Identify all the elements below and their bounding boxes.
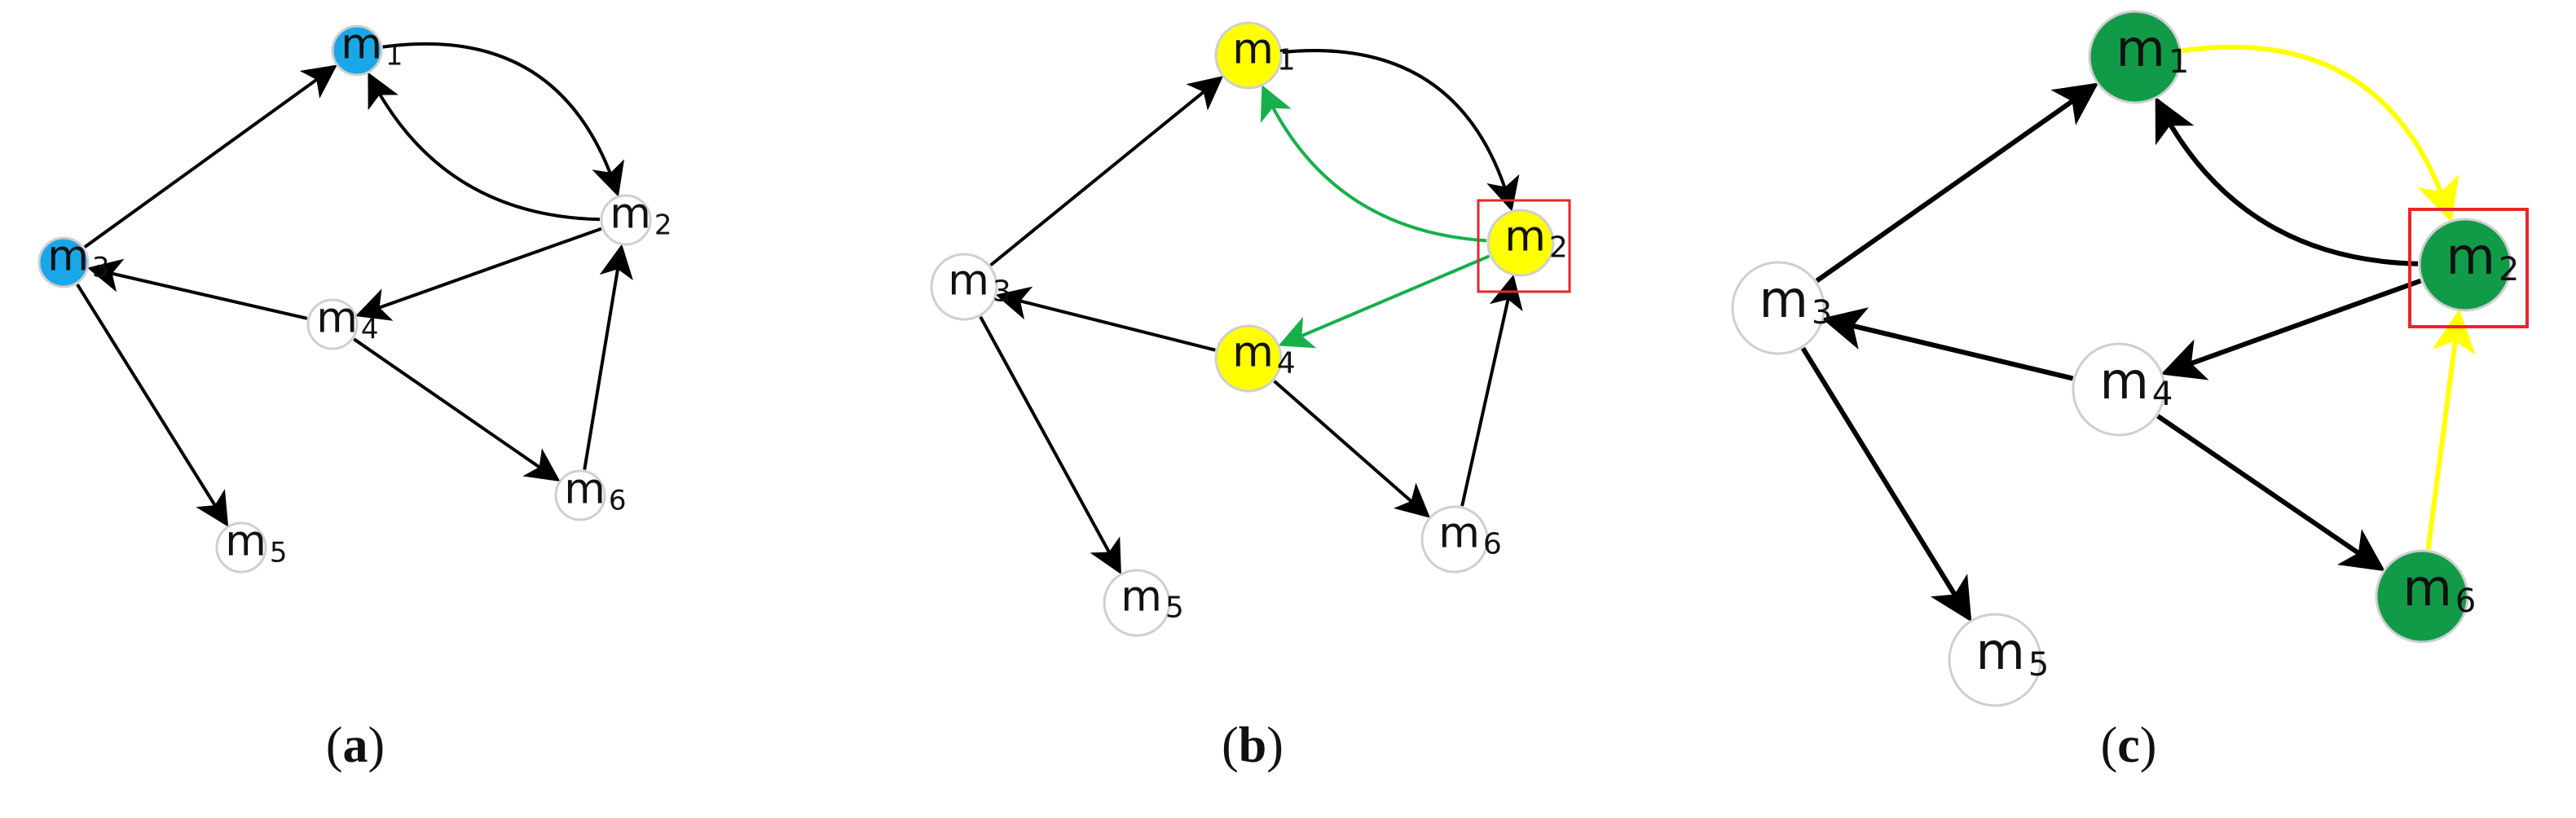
node-m2 (2418, 218, 2512, 312)
node-subscript-m5: 5 (270, 536, 288, 569)
node-m5 (215, 521, 267, 574)
edge-m6-to-m2 (1460, 274, 1523, 507)
node-subscript-m3: 3 (1812, 294, 1832, 332)
node-subscript-m2: 2 (1549, 231, 1568, 264)
node-m3 (930, 253, 998, 321)
node-subscript-m2: 2 (2499, 251, 2519, 288)
node-subscript-m2: 2 (654, 209, 672, 241)
caption-c: (c) (2100, 718, 2157, 773)
edge-m6-to-m2 (2425, 309, 2476, 550)
edge-m3-to-m5 (979, 315, 1121, 575)
node-subscript-m1: 1 (1277, 43, 1296, 77)
edge-m4-to-m3 (1821, 307, 2074, 381)
node-subscript-m5: 5 (2028, 646, 2049, 684)
edge-m3-to-m1 (83, 64, 337, 248)
node-m2 (1486, 209, 1555, 277)
node-subscript-m6: 6 (609, 484, 627, 517)
edge-m1-to-m2 (382, 42, 625, 197)
node-m4 (2072, 342, 2166, 437)
node-subscript-m4: 4 (361, 313, 379, 345)
edge-m4-to-m3 (87, 258, 308, 320)
node-m5 (1948, 613, 2042, 707)
caption-a: (a) (325, 718, 385, 773)
node-m1 (2088, 10, 2182, 104)
edge-m4-to-m3 (995, 286, 1216, 352)
node-m2 (600, 194, 652, 246)
edge-m4-to-m6 (2156, 414, 2385, 572)
node-subscript-m1: 1 (2169, 43, 2189, 81)
edge-m4-to-m6 (1273, 380, 1431, 518)
edge-m2-to-m4 (1278, 254, 1491, 349)
node-subscript-m1: 1 (385, 39, 403, 72)
edge-m2-to-m4 (355, 226, 602, 321)
edge-m1-to-m2 (1282, 49, 1520, 212)
node-m3 (37, 236, 90, 288)
edge-m2-to-m1 (1260, 85, 1487, 243)
node-m1 (1214, 21, 1283, 90)
edge-m3-to-m1 (989, 76, 1224, 267)
edge-m2-to-m1 (368, 72, 601, 222)
node-m5 (1103, 569, 1171, 637)
node-m1 (331, 24, 383, 77)
edge-m3-to-m5 (76, 284, 229, 527)
edge-m4-to-m6 (353, 337, 561, 482)
node-subscript-m3: 3 (993, 275, 1011, 308)
caption-b: (b) (1222, 718, 1284, 773)
node-m3 (1731, 261, 1825, 355)
node-subscript-m4: 4 (1277, 346, 1296, 380)
node-m6 (1420, 505, 1489, 574)
edge-m3-to-m1 (1815, 82, 2099, 284)
node-subscript-m4: 4 (2152, 376, 2173, 413)
edge-m6-to-m2 (583, 244, 633, 470)
edge-m3-to-m5 (1800, 346, 1972, 622)
highlight-box-m2 (2408, 208, 2529, 328)
node-subscript-m6: 6 (2455, 583, 2476, 620)
node-m4 (306, 298, 359, 350)
highlight-box-m2 (1477, 199, 1571, 293)
node-m6 (2375, 549, 2469, 644)
node-m6 (554, 469, 606, 521)
node-subscript-m6: 6 (1483, 527, 1502, 561)
node-m4 (1214, 324, 1283, 393)
edge-m1-to-m2 (2182, 44, 2459, 222)
node-subscript-m3: 3 (92, 251, 110, 284)
edge-m2-to-m1 (2155, 96, 2419, 266)
edge-m2-to-m4 (2160, 278, 2422, 380)
node-subscript-m5: 5 (1165, 591, 1184, 624)
